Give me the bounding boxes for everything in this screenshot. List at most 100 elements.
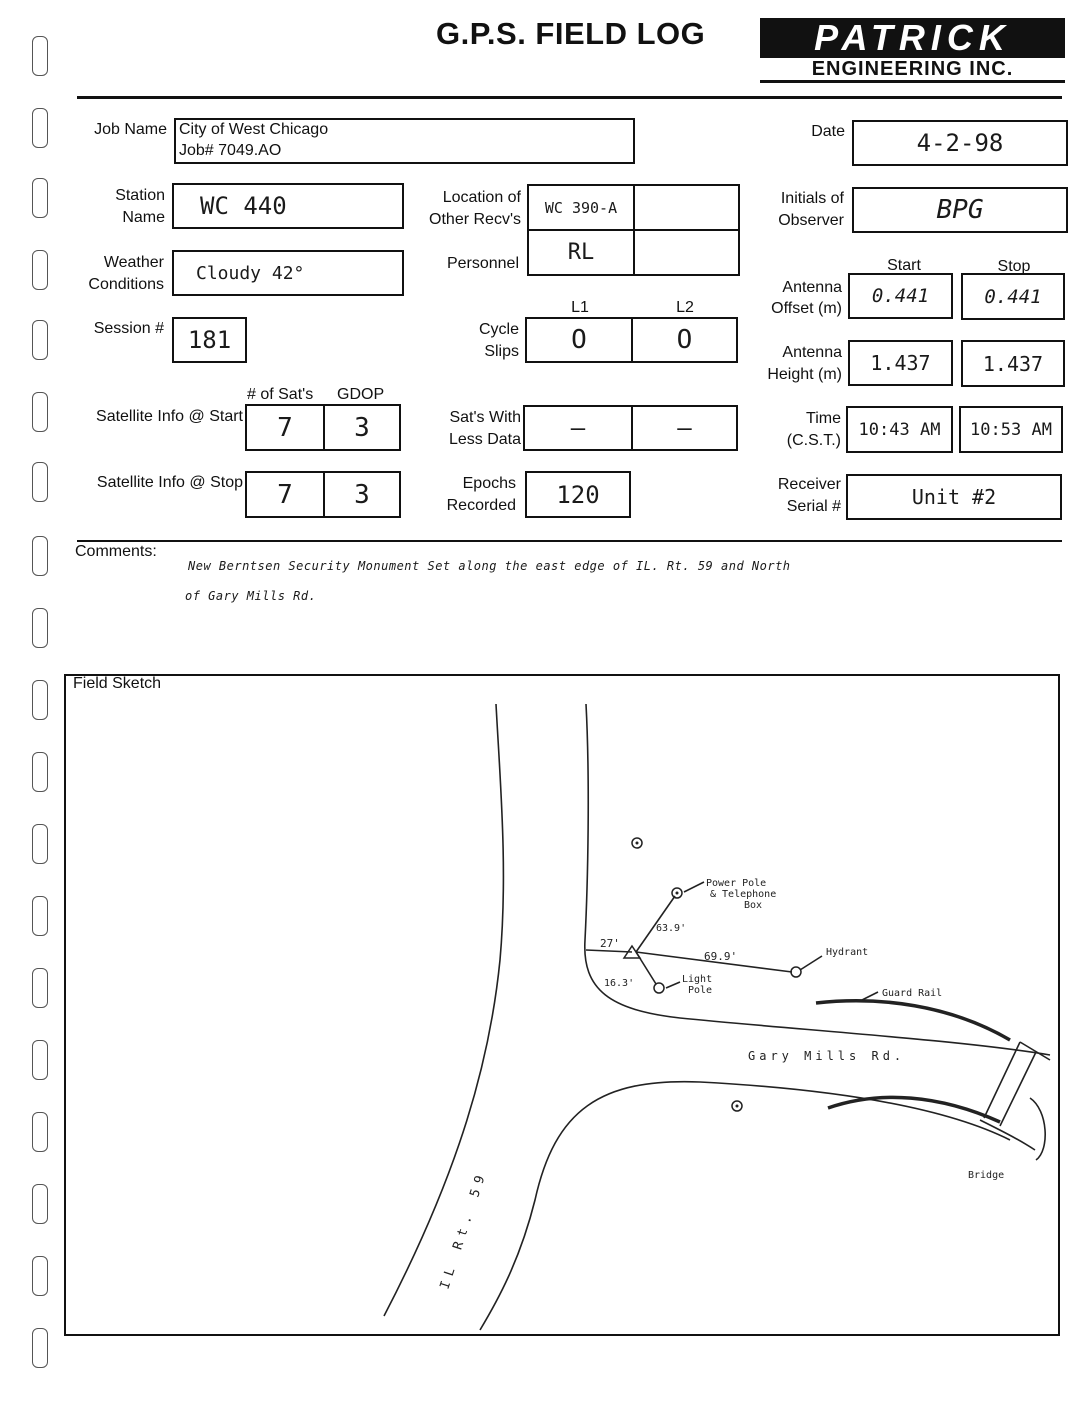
station-label-2: Name [122, 209, 165, 226]
comments-rule [77, 540, 1062, 542]
weather-field[interactable]: Cloudy 42° [172, 250, 404, 296]
logo-line1: PATRICK [760, 18, 1065, 58]
weather-value: Cloudy 42° [196, 262, 305, 284]
comments-label: Comments: [75, 543, 157, 560]
comments-line-2: of Gary Mills Rd. [185, 589, 317, 603]
date-field[interactable]: 4-2-98 [852, 120, 1068, 166]
tie-line-road-edge [585, 949, 633, 953]
antenna-offset-label-2: Offset (m) [771, 300, 842, 317]
hydrant-label: Hydrant [826, 947, 868, 958]
personnel-label: Personnel [446, 255, 519, 272]
epochs-field[interactable]: 120 [525, 471, 631, 518]
power-pole-center [675, 891, 679, 895]
comments-line-1: New Berntsen Security Monument Set along… [188, 559, 791, 573]
job-name-line1: City of West Chicago [179, 121, 329, 138]
time-start-value: 10:43 AM [858, 419, 941, 440]
session-label: Session # [93, 320, 164, 337]
binder-hole [32, 752, 48, 792]
monument-icon [622, 944, 642, 959]
start-label: Start [887, 257, 921, 274]
location-label-2: Other Recv's [429, 211, 521, 228]
binder-hole [32, 1040, 48, 1080]
page-title: G.P.S. FIELD LOG [436, 16, 706, 51]
binder-hole [32, 968, 48, 1008]
power-pole-icon [671, 887, 683, 899]
epochs-label-2: Recorded [446, 497, 516, 514]
station-name-value: WC 440 [200, 192, 287, 220]
sats-less-l2-value: — [677, 414, 692, 442]
time-start-field[interactable]: 10:43 AM [846, 406, 953, 453]
weather-label-1: Weather [103, 254, 164, 271]
weather-label-2: Conditions [88, 276, 164, 293]
station-name-field[interactable]: WC 440 [172, 183, 404, 229]
cycle-slips-l2-value: O [676, 325, 693, 355]
time-stop-field[interactable]: 10:53 AM [959, 406, 1063, 453]
bridge-pointer [1029, 1097, 1046, 1161]
session-field[interactable]: 181 [172, 317, 247, 363]
cycle-slips-l2-field[interactable]: O [631, 317, 738, 363]
distance-16-label: 16.3' [604, 978, 634, 989]
field-sketch-panel: Field Sketch [64, 674, 1060, 1336]
binder-hole [32, 178, 48, 218]
leader-guard-rail [861, 991, 879, 1001]
sats-less-l2-field[interactable]: — [631, 405, 738, 451]
time-stop-value: 10:53 AM [970, 419, 1052, 440]
binder-hole [32, 824, 48, 864]
sat-info-stop-label: Satellite Info @ Stop [96, 474, 243, 491]
antenna-height-start-field[interactable]: 1.437 [848, 340, 953, 386]
company-logo: PATRICK ENGINEERING INC. [760, 18, 1065, 83]
tie-line-hydrant [635, 951, 793, 973]
date-value: 4-2-98 [916, 129, 1004, 157]
job-name-field[interactable]: City of West Chicago Job# 7049.AO [174, 118, 635, 164]
power-pole-label: Power Pole [706, 878, 766, 889]
antenna-offset-stop-value: 0.441 [984, 285, 1042, 308]
binder-hole [32, 462, 48, 502]
bridge-line-north [1019, 1041, 1051, 1061]
hydrant-icon [790, 966, 802, 978]
guard-rail-south [827, 1095, 1001, 1124]
initials-field[interactable]: BPG [852, 187, 1068, 233]
binder-hole [32, 108, 48, 148]
sats-less-l1-value: — [570, 414, 586, 442]
distance-27-label: 27' [600, 937, 620, 950]
receiver-label-1: Receiver [777, 476, 841, 493]
bridge-crossline-1 [983, 1041, 1021, 1119]
gdop-stop-field[interactable]: 3 [323, 471, 401, 518]
leader-light-pole [665, 981, 681, 989]
binder-hole [32, 250, 48, 290]
stop-label: Stop [997, 258, 1031, 275]
station-label-1: Station [115, 187, 165, 204]
pole-label: Pole [688, 985, 712, 996]
gdop-start-field[interactable]: 3 [323, 404, 401, 451]
guard-rail-label: Guard Rail [882, 988, 942, 999]
epochs-value: 120 [556, 480, 600, 509]
personnel-field-1[interactable]: RL [527, 229, 635, 276]
cycle-slips-label-2: Slips [484, 343, 519, 360]
distance-63-label: 63.9' [656, 923, 686, 934]
leader-power-pole [683, 881, 705, 893]
bridge-label: Bridge [968, 1170, 1004, 1181]
session-value: 181 [187, 326, 232, 354]
sats-stop-value: 7 [277, 479, 293, 510]
survey-point-center [735, 1104, 739, 1108]
antenna-offset-stop-field[interactable]: 0.441 [961, 273, 1065, 320]
personnel-field-2[interactable] [633, 229, 740, 276]
antenna-height-stop-field[interactable]: 1.437 [961, 340, 1065, 387]
binder-hole [32, 608, 48, 648]
telephone-label: & Telephone [710, 889, 776, 900]
binder-hole [32, 1328, 48, 1368]
receiver-label-2: Serial # [786, 498, 841, 515]
light-pole-icon [653, 982, 665, 994]
sats-less-label-2: Less Data [448, 431, 521, 448]
box-label: Box [744, 900, 762, 911]
sats-start-value: 7 [277, 412, 293, 443]
road-edge-west [383, 703, 505, 1317]
distance-69-label: 69.9' [704, 950, 737, 963]
binder-hole [32, 680, 48, 720]
receiver-field[interactable]: Unit #2 [846, 474, 1062, 520]
job-name-label: Job Name [94, 121, 167, 138]
antenna-offset-start-field[interactable]: 0.441 [848, 273, 953, 319]
binder-hole [32, 392, 48, 432]
antenna-height-stop-value: 1.437 [982, 351, 1044, 376]
